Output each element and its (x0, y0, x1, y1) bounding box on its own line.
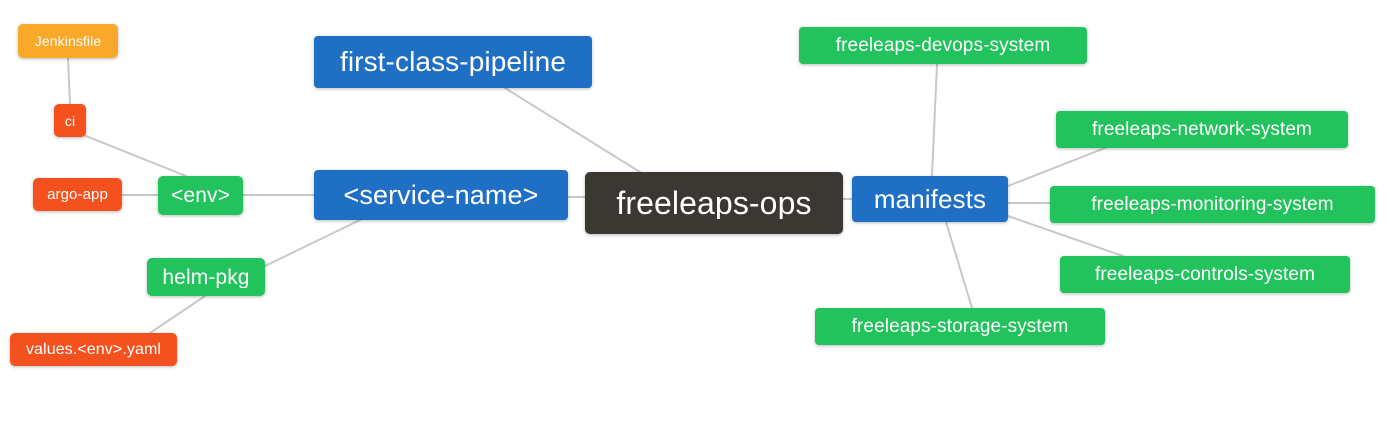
node-label-jenkinsfile: Jenkinsfile (34, 34, 102, 48)
node-label-ci: ci (64, 113, 76, 128)
node-label-values-yaml: values.<env>.yaml (25, 341, 162, 358)
node-argo-app[interactable]: argo-app (33, 178, 122, 211)
edge-manifests-to-freeleaps-storage-system (945, 221, 973, 309)
edge-jenkinsfile-to-ci (67, 57, 71, 105)
node-freeleaps-network-system[interactable]: freeleaps-network-system (1056, 111, 1348, 148)
node-first-class-pipeline[interactable]: first-class-pipeline (314, 36, 592, 88)
node-freeleaps-devops-system[interactable]: freeleaps-devops-system (799, 27, 1087, 64)
node-freeleaps-monitoring-system[interactable]: freeleaps-monitoring-system (1050, 186, 1375, 223)
node-label-manifests: manifests (873, 186, 987, 212)
node-freeleaps-storage-system[interactable]: freeleaps-storage-system (815, 308, 1105, 345)
node-label-freeleaps-devops-system: freeleaps-devops-system (835, 36, 1051, 55)
node-label-freeleaps-storage-system: freeleaps-storage-system (851, 317, 1069, 336)
node-label-env: <env> (171, 185, 230, 206)
node-label-helm-pkg: helm-pkg (162, 266, 250, 288)
node-freeleaps-controls-system[interactable]: freeleaps-controls-system (1060, 256, 1350, 293)
node-service-name[interactable]: <service-name> (314, 170, 568, 220)
node-label-argo-app: argo-app (47, 187, 108, 202)
edge-ci-to-env (85, 135, 187, 177)
node-helm-pkg[interactable]: helm-pkg (147, 258, 265, 296)
node-values-yaml[interactable]: values.<env>.yaml (10, 333, 177, 366)
edge-first-class-pipeline-to-freeleaps-ops (504, 87, 641, 173)
node-label-service-name: <service-name> (343, 181, 539, 209)
node-label-freeleaps-network-system: freeleaps-network-system (1092, 120, 1312, 139)
node-env[interactable]: <env> (158, 176, 243, 215)
node-freeleaps-ops[interactable]: freeleaps-ops (585, 172, 843, 234)
edge-values-yaml-to-helm-pkg (149, 295, 206, 334)
node-label-first-class-pipeline: first-class-pipeline (339, 48, 567, 76)
node-label-freeleaps-ops: freeleaps-ops (616, 187, 812, 219)
node-label-freeleaps-controls-system: freeleaps-controls-system (1094, 265, 1316, 284)
node-ci[interactable]: ci (54, 104, 86, 137)
edge-manifests-to-freeleaps-network-system (1007, 147, 1106, 187)
edge-helm-pkg-to-service-name (264, 219, 361, 267)
node-label-freeleaps-monitoring-system: freeleaps-monitoring-system (1091, 195, 1334, 214)
node-jenkinsfile[interactable]: Jenkinsfile (18, 24, 118, 58)
node-manifests[interactable]: manifests (852, 176, 1008, 222)
edge-manifests-to-freeleaps-devops-system (931, 63, 938, 177)
